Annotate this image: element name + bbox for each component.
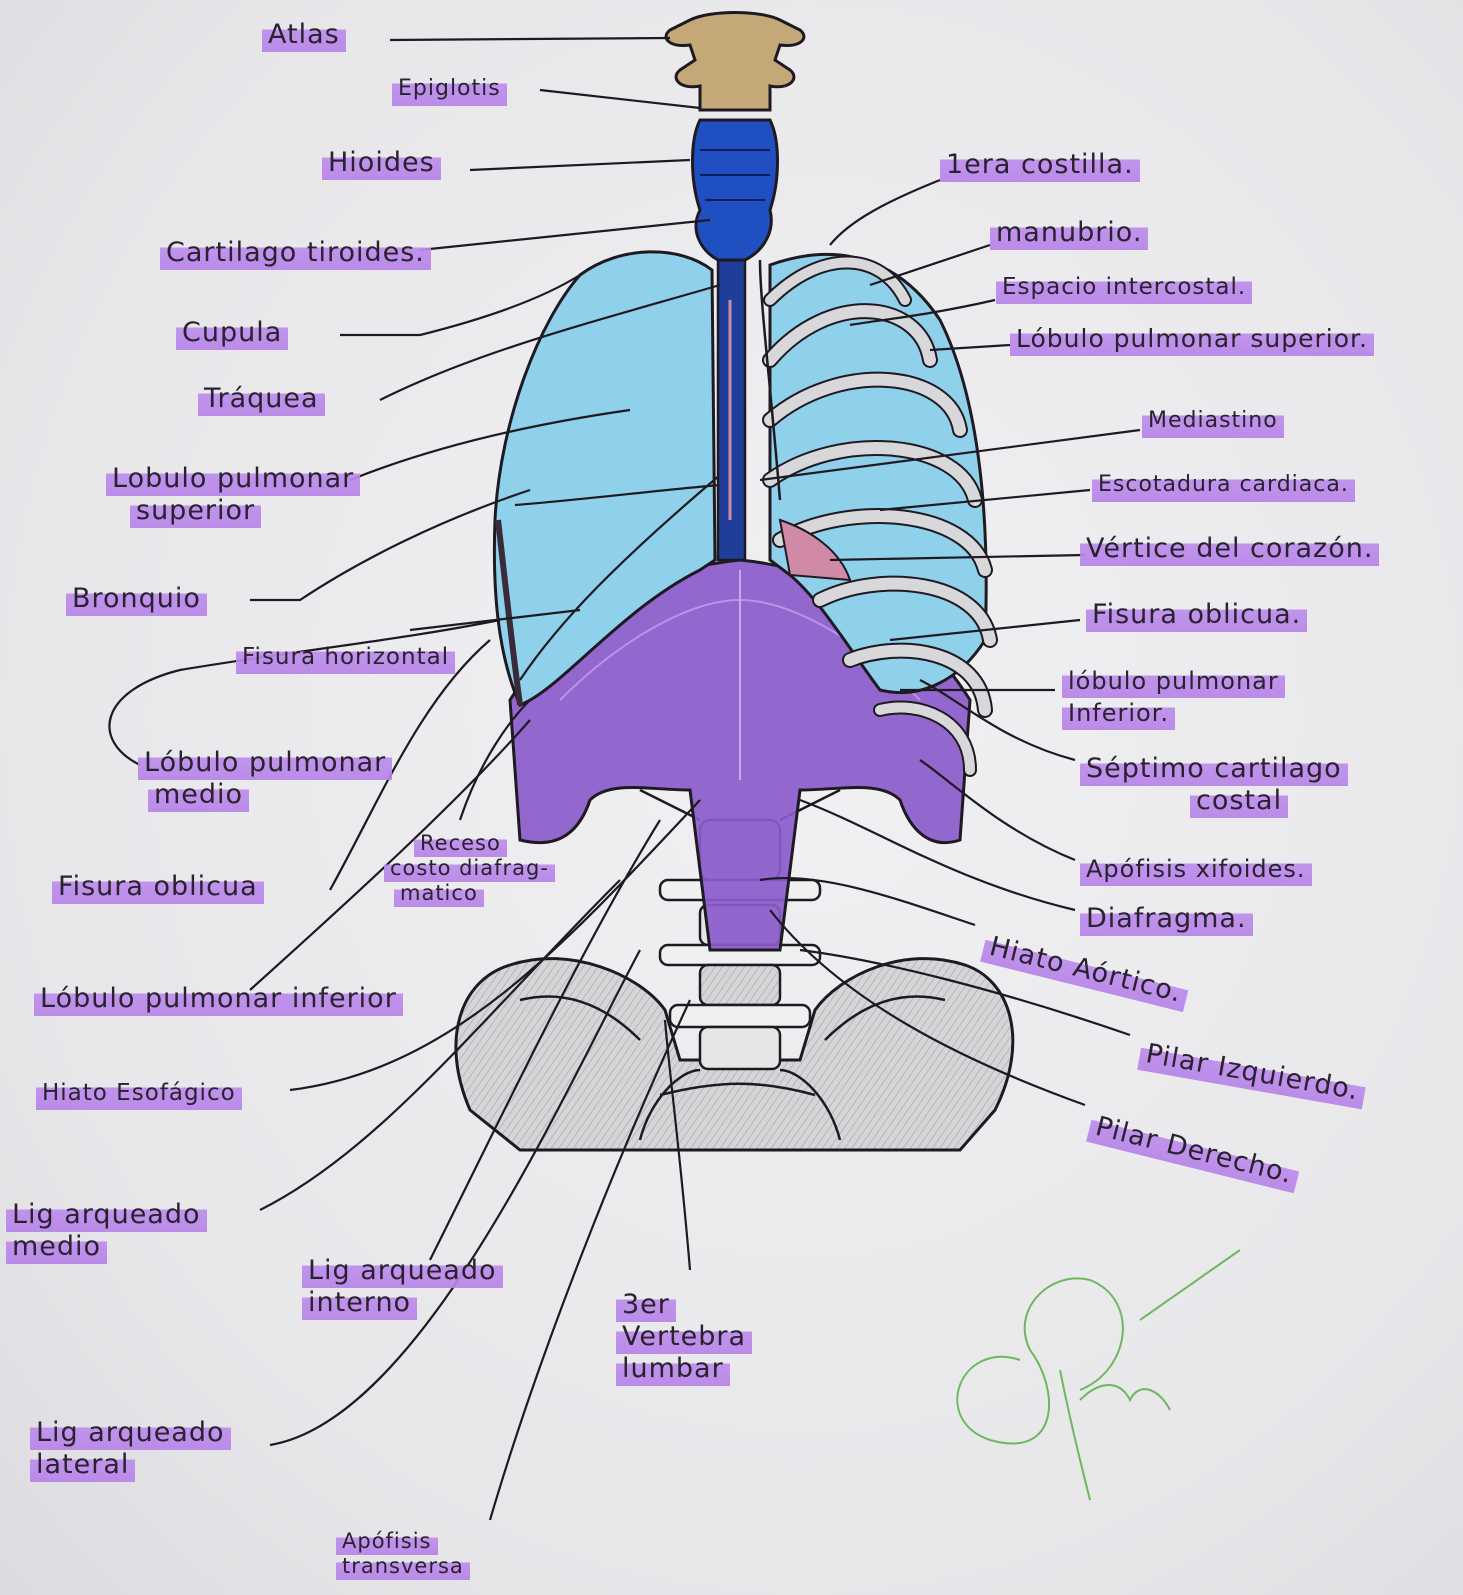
label-cartilago-tiroides: Cartilago tiroides. — [160, 238, 431, 270]
label-epiglotis: Epiglotis — [392, 74, 507, 106]
label-lobulo-pulmonar-superior-left: Lobulo pulmonar superior — [106, 464, 360, 528]
label-apofisis-xifoides: Apófisis xifoides. — [1080, 854, 1312, 886]
signature — [957, 1250, 1240, 1500]
label-lobulo-pulmonar-superior-right: Lóbulo pulmonar superior. — [1010, 324, 1374, 356]
label-traquea: Tráquea — [198, 384, 325, 416]
label-lobulo-pulmonar-inferior-left: Lóbulo pulmonar inferior — [34, 984, 403, 1016]
label-fisura-oblicua-left: Fisura oblicua — [52, 872, 264, 904]
label-vertice-corazon: Vértice del corazón. — [1080, 534, 1379, 566]
label-lig-arqueado-medio: Lig arqueado medio — [6, 1200, 207, 1264]
label-apofisis-transversa: Apófisis transversa — [336, 1530, 470, 1580]
label-espacio-intercostal: Espacio intercostal. — [996, 272, 1252, 304]
label-lig-arqueado-interno: Lig arqueado interno — [302, 1256, 503, 1320]
label-fisura-oblicua-right: Fisura oblicua. — [1086, 600, 1307, 632]
label-lobulo-pulmonar-medio: Lóbulo pulmonar medio — [138, 748, 392, 812]
label-escotadura-cardiaca: Escotadura cardiaca. — [1092, 470, 1355, 502]
label-hiato-esofagico: Hiato Esofágico — [36, 1078, 242, 1110]
label-cupula: Cupula — [176, 318, 288, 350]
label-hioides: Hioides — [322, 148, 441, 180]
label-septimo-cartilago-costal: Séptimo cartilago costal — [1080, 754, 1348, 818]
label-bronquio: Bronquio — [66, 584, 207, 616]
label-manubrio: manubrio. — [990, 218, 1148, 250]
label-fisura-horizontal: Fisura horizontal — [236, 642, 455, 674]
label-atlas: Atlas — [262, 20, 346, 52]
label-primera-costilla: 1era costilla. — [940, 150, 1140, 182]
label-tercera-vertebra-lumbar: 3er Vertebra lumbar — [616, 1290, 752, 1386]
label-receso-costodiafragmatico: Receso costo diafrag- matico — [384, 832, 555, 907]
label-lobulo-pulmonar-inferior-right: lóbulo pulmonar Inferior. — [1062, 666, 1285, 730]
label-mediastino: Mediastino — [1142, 406, 1284, 438]
label-diafragma: Diafragma. — [1080, 904, 1253, 936]
atlas — [666, 13, 804, 111]
label-lig-arqueado-lateral: Lig arqueado lateral — [30, 1418, 231, 1482]
